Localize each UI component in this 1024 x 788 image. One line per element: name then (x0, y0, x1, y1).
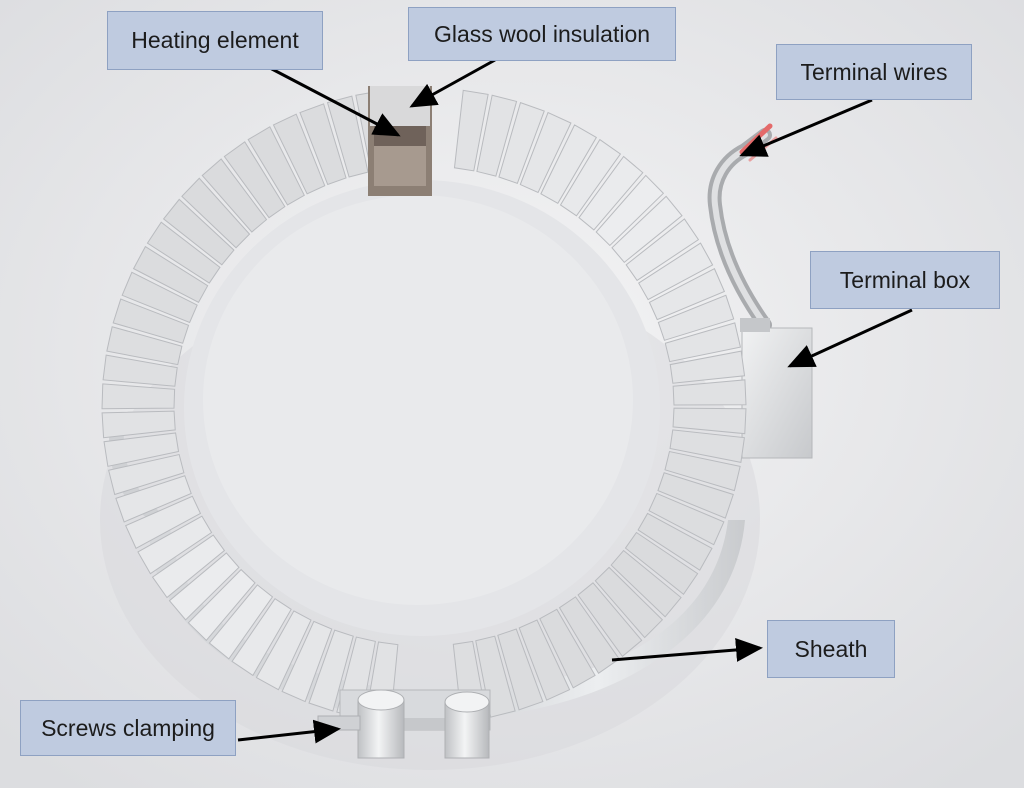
ceramic-segment (308, 629, 354, 712)
ceramic-segment (231, 598, 292, 677)
label-terminal-box: Terminal box (810, 251, 1000, 309)
leader-arrows (237, 58, 913, 744)
ceramic-segment (669, 429, 745, 463)
ceramic-segment (255, 610, 312, 691)
top-gap (368, 86, 432, 196)
ceramic-segment (453, 89, 489, 172)
screws-clamp (317, 689, 491, 759)
ceramic-segment (132, 245, 209, 303)
ceramic-segment (664, 450, 741, 492)
label-terminal-wires: Terminal wires (776, 44, 972, 100)
ceramic-segment (625, 218, 700, 282)
ceramic-segment (559, 138, 622, 217)
ceramic-segment (208, 584, 274, 660)
arrow-terminal-box (787, 308, 913, 368)
ceramic-segment (272, 113, 326, 195)
ceramic-segment (648, 492, 725, 546)
ceramic-segment (518, 619, 571, 701)
ceramic-segment (162, 198, 235, 266)
ring-inner-reflection (203, 195, 633, 605)
ceramic-segment (610, 549, 682, 618)
label-sheath: Sheath (767, 620, 895, 678)
ceramic-segment (112, 298, 190, 344)
ceramic-segment (103, 432, 180, 467)
ceramic-segment-ring (101, 89, 747, 723)
ceramic-segment (201, 158, 268, 233)
terminal-box (740, 318, 813, 459)
ceramic-segment (106, 326, 183, 366)
ceramic-segment (672, 379, 747, 406)
ceramic-segment (498, 101, 545, 184)
ceramic-segment (108, 453, 185, 496)
ceramic-segment (578, 155, 644, 231)
label-glass-wool-insulation: Glass wool insulation (408, 7, 676, 61)
ceramic-segment (664, 322, 742, 363)
ceramic-segment (519, 111, 572, 194)
arrow-heating-element (269, 66, 401, 137)
label-heating-element: Heating element (107, 11, 323, 70)
ceramic-segment (577, 582, 643, 658)
ceramic-segment (168, 552, 240, 621)
ceramic-segment (558, 596, 620, 674)
ceramic-segment (125, 495, 202, 550)
ceramic-segment (648, 267, 726, 321)
ceramic-segment (101, 383, 176, 410)
ceramic-segment (672, 407, 747, 435)
ceramic-segment (146, 221, 221, 284)
ceramic-segment (611, 195, 683, 264)
ceramic-segment (101, 410, 176, 439)
ceramic-segment (115, 475, 192, 523)
arrow-sheath (611, 637, 763, 662)
ceramic-segment (657, 294, 735, 341)
ceramic-segment (657, 472, 734, 519)
ceramic-segment (326, 95, 369, 178)
ceramic-segment (624, 531, 699, 595)
arrow-glass-wool (409, 58, 496, 108)
ceramic-segment (223, 141, 286, 219)
ceramic-segment (594, 566, 664, 639)
ceramic-segment (181, 177, 251, 249)
label-screws-clamping: Screws clamping (20, 700, 236, 756)
ceramic-segment (137, 515, 213, 575)
ceramic-segment (121, 271, 198, 324)
ceramic-segment (539, 608, 596, 689)
ceramic-segment (595, 174, 665, 247)
ceramic-segment (299, 103, 347, 186)
ceramic-segment (281, 620, 333, 703)
ceramic-segment (102, 354, 178, 387)
ceramic-segment (151, 534, 226, 599)
ceramic-segment (497, 628, 544, 711)
ceramic-segment (475, 635, 516, 718)
ceramic-segment (187, 568, 256, 642)
ceramic-segment (540, 124, 598, 204)
ceramic-segment (638, 242, 714, 301)
arrow-screws (237, 719, 341, 744)
ceramic-segment (247, 126, 305, 206)
ceramic-segment (476, 94, 518, 177)
arrow-terminal-wires (739, 98, 873, 157)
ceramic-segment (637, 512, 713, 571)
ceramic-segment (669, 350, 746, 384)
